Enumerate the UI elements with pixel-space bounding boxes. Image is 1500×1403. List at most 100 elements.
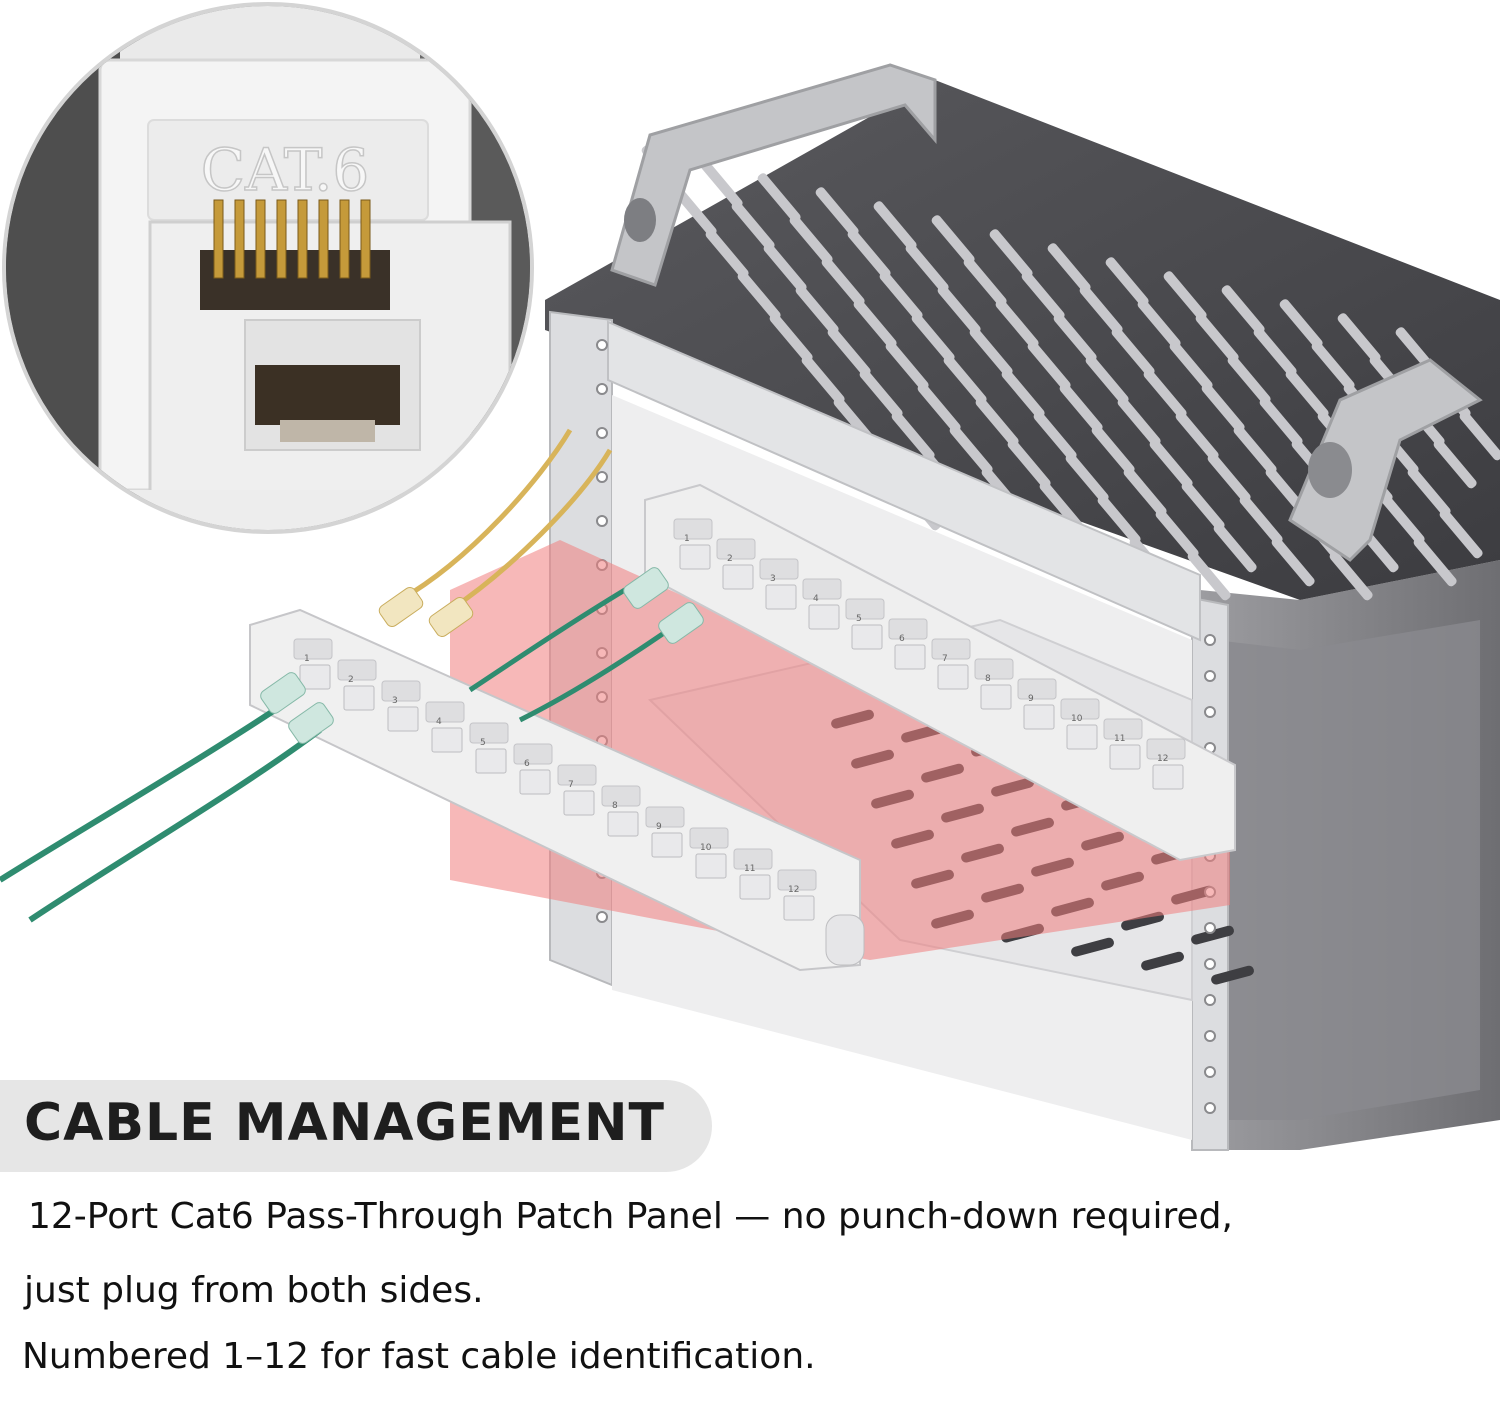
vent-slot <box>1337 313 1381 363</box>
port-5[interactable] <box>851 624 883 650</box>
port-number-8: 8 <box>985 674 991 684</box>
vent-slot <box>769 313 813 363</box>
vent-slot <box>1097 495 1141 545</box>
vent-slot <box>1201 383 1245 433</box>
vent-slot <box>1047 243 1091 293</box>
vent-slot <box>795 285 839 335</box>
vent-grille <box>641 145 1500 601</box>
port-cap <box>689 827 729 849</box>
port-cap <box>645 806 685 828</box>
vent-slot <box>1233 425 1277 475</box>
port-cap <box>1103 718 1143 740</box>
vent-slot <box>1111 327 1155 377</box>
port-1[interactable] <box>679 544 711 570</box>
vent-slot <box>949 425 993 475</box>
port-1[interactable] <box>299 664 331 690</box>
port-9[interactable] <box>651 832 683 858</box>
rack-hole <box>1204 1102 1216 1114</box>
port-number-1: 1 <box>304 654 310 664</box>
port-number-4: 4 <box>436 717 442 727</box>
rack-hole <box>1204 1030 1216 1042</box>
port-4[interactable] <box>431 727 463 753</box>
vent-slot <box>1407 467 1451 517</box>
vent-slot <box>1259 397 1303 447</box>
port-number-10: 10 <box>700 843 712 853</box>
port-number-5: 5 <box>480 738 486 748</box>
contact-pin <box>234 199 245 279</box>
port-number-5: 5 <box>856 614 862 624</box>
port-cap <box>381 680 421 702</box>
vent-slot <box>995 299 1039 349</box>
vent-slot <box>1213 523 1257 573</box>
port-10[interactable] <box>1066 724 1098 750</box>
vent-slot <box>1187 551 1231 601</box>
vent-slot <box>789 215 833 265</box>
shelf-slot <box>1211 965 1254 985</box>
port-8[interactable] <box>980 684 1012 710</box>
port-cap <box>1017 678 1057 700</box>
vent-slot <box>1039 481 1083 531</box>
vent-slot <box>1279 299 1323 349</box>
port-11[interactable] <box>1109 744 1141 770</box>
port-12[interactable] <box>783 895 815 921</box>
vent-slot <box>1155 509 1199 559</box>
port-7[interactable] <box>937 664 969 690</box>
vent-slot <box>1065 453 1109 503</box>
port-6[interactable] <box>519 769 551 795</box>
contact-pin <box>339 199 350 279</box>
port-2[interactable] <box>343 685 375 711</box>
vent-slot <box>1079 285 1123 335</box>
vent-slot <box>1149 439 1193 489</box>
vent-slot <box>1253 327 1297 377</box>
port-7[interactable] <box>563 790 595 816</box>
port-cap <box>293 638 333 660</box>
vent-slot <box>815 187 859 237</box>
rack-hole <box>596 427 608 439</box>
vent-slot <box>731 201 775 251</box>
description-line-2: just plug from both sides. <box>24 1270 484 1311</box>
port-cap <box>802 578 842 600</box>
port-cap <box>601 785 641 807</box>
port-3[interactable] <box>387 706 419 732</box>
vent-slot <box>1143 369 1187 419</box>
port-9[interactable] <box>1023 704 1055 730</box>
port-3[interactable] <box>765 584 797 610</box>
vent-slot <box>931 215 975 265</box>
port-number-11: 11 <box>1114 734 1125 744</box>
vent-slot <box>1163 271 1207 321</box>
port-number-8: 8 <box>612 801 618 811</box>
vent-slot <box>1311 341 1355 391</box>
port-10[interactable] <box>695 853 727 879</box>
vent-slot <box>1207 453 1251 503</box>
port-number-11: 11 <box>744 864 755 874</box>
port-cap <box>469 722 509 744</box>
rack-hole <box>596 515 608 527</box>
vent-slot <box>673 187 717 237</box>
port-2[interactable] <box>722 564 754 590</box>
carry-handle-right <box>1288 358 1483 562</box>
vent-slot <box>891 411 935 461</box>
vent-slot <box>737 271 781 321</box>
port-8[interactable] <box>607 811 639 837</box>
port-cap <box>425 701 465 723</box>
port-cap <box>716 538 756 560</box>
section-title: CABLE MANAGEMENT <box>24 1093 666 1153</box>
description-line-3: Numbered 1–12 for fast cable identificat… <box>22 1336 816 1377</box>
contact-pin <box>213 199 224 279</box>
port-number-2: 2 <box>727 554 733 564</box>
port-4[interactable] <box>808 604 840 630</box>
rack-hole <box>1204 994 1216 1006</box>
port-5[interactable] <box>475 748 507 774</box>
port-12[interactable] <box>1152 764 1184 790</box>
port-6[interactable] <box>894 644 926 670</box>
shelf-slot <box>1191 925 1234 945</box>
port-11[interactable] <box>739 874 771 900</box>
section-title-badge <box>0 1080 712 1172</box>
vent-slot <box>1105 257 1149 307</box>
rack-hole <box>1204 670 1216 682</box>
rack-hole <box>596 339 608 351</box>
port-cap <box>513 743 553 765</box>
contact-pin <box>255 199 266 279</box>
